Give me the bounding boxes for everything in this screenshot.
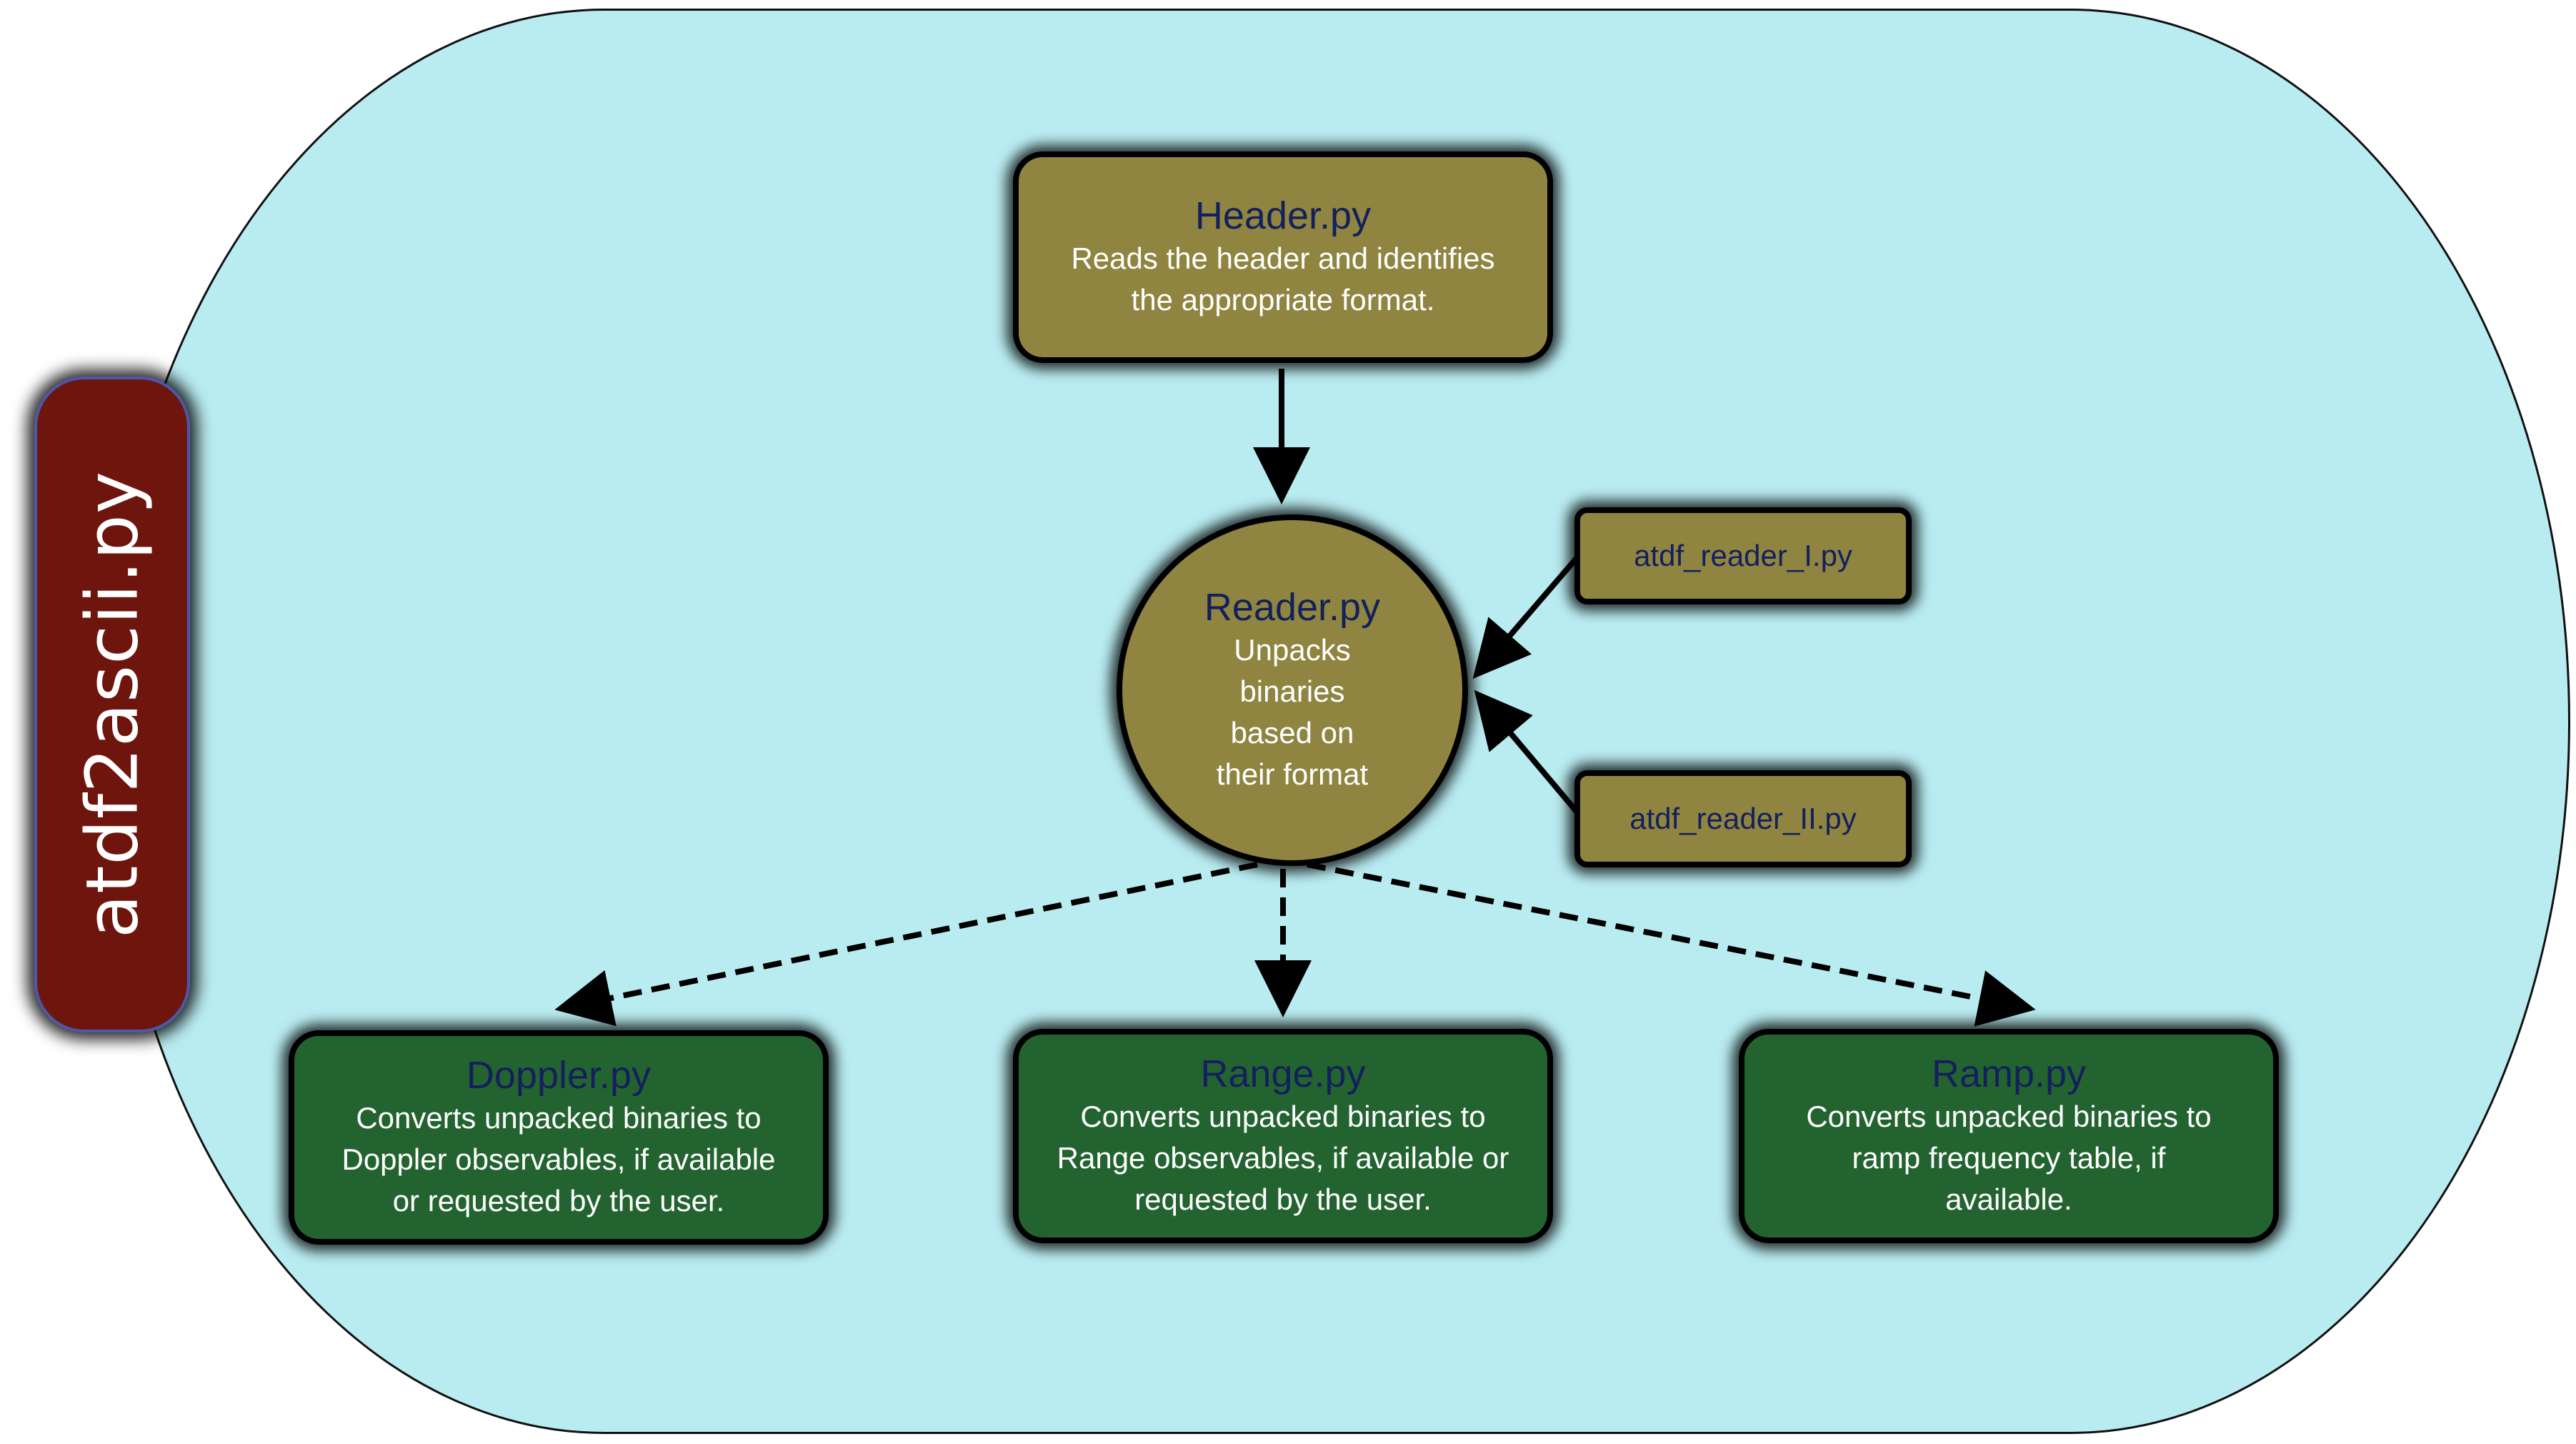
output-node-desc-line: ramp frequency table, if	[1852, 1141, 2166, 1175]
output-node-ramp: Ramp.py Converts unpacked binaries to ra…	[1739, 1029, 2279, 1243]
main-script-label: atdf2ascii.py	[34, 377, 190, 1032]
header-node-title: Header.py	[1194, 194, 1372, 237]
output-node-desc-line: Range observables, if available or	[1057, 1141, 1509, 1175]
arrow-reader-ii-to-reader	[1474, 689, 1580, 815]
reader-node-desc-line: their format	[1216, 757, 1369, 791]
output-node-title: Range.py	[1200, 1052, 1366, 1095]
arrow-reader-to-ramp	[1307, 862, 2036, 1027]
reader-node-desc-line: based on	[1230, 716, 1354, 750]
output-node-desc-line: requested by the user.	[1134, 1182, 1432, 1216]
header-node: Header.py Reads the header and identifie…	[1013, 151, 1553, 363]
output-node-desc-line: available.	[1945, 1182, 2072, 1216]
output-node-desc-line: Converts unpacked binaries to	[1806, 1100, 2212, 1133]
reader-node: Reader.py Unpacks binaries based on thei…	[1117, 514, 1468, 866]
reader-node-desc-line: Unpacks	[1234, 633, 1351, 667]
output-node-desc-line: or requested by the user.	[392, 1184, 725, 1218]
output-node-range: Range.py Converts unpacked binaries to R…	[1013, 1029, 1553, 1243]
reader-input-label: atdf_reader_I.py	[1634, 539, 1852, 572]
header-node-desc-line: Reads the header and identifies	[1071, 242, 1495, 275]
reader-input-node-ii: atdf_reader_II.py	[1574, 770, 1912, 867]
arrow-reader-to-doppler	[554, 862, 1258, 1027]
output-node-desc-line: Converts unpacked binaries to	[356, 1101, 762, 1135]
output-node-doppler: Doppler.py Converts unpacked binaries to…	[289, 1030, 829, 1245]
output-node-title: Ramp.py	[1931, 1052, 2087, 1095]
output-node-desc-line: Doppler observables, if available	[341, 1142, 776, 1176]
arrow-reader-i-to-reader	[1472, 555, 1580, 679]
header-node-desc-line: the appropriate format.	[1131, 283, 1435, 317]
reader-input-node-i: atdf_reader_I.py	[1574, 507, 1912, 604]
main-script-label-text: atdf2ascii.py	[70, 470, 154, 939]
reader-node-title: Reader.py	[1204, 586, 1381, 629]
reader-node-desc-line: binaries	[1239, 674, 1345, 708]
output-node-desc-line: Converts unpacked binaries to	[1080, 1100, 1486, 1133]
output-node-title: Doppler.py	[466, 1054, 652, 1097]
reader-input-label: atdf_reader_II.py	[1629, 802, 1857, 835]
